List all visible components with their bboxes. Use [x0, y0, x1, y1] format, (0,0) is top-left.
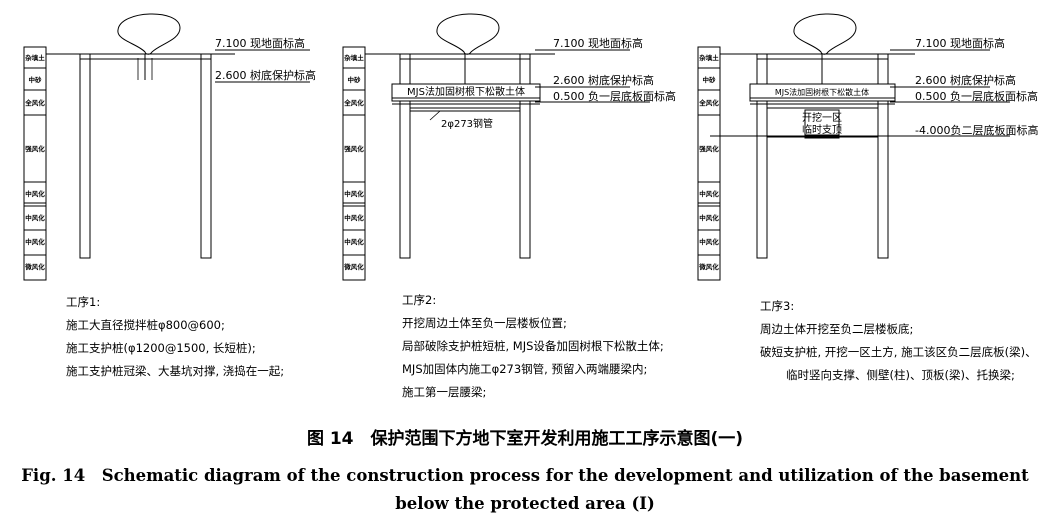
stratum-label: 强风化: [25, 144, 45, 153]
mjs-block: [391, 83, 541, 121]
panel-1: 杂填土 中砂 全风化 强风化 中风化 中风化 中风化 微风化: [23, 13, 316, 281]
elevation-label: 2.600 树底保护标高: [215, 68, 316, 82]
stratum-label: 中风化: [699, 213, 719, 222]
mjs-label: MJS法加固树根下松散土体: [775, 87, 869, 97]
elevation-label: 7.100 现地面标高: [915, 36, 1005, 50]
stratum-label: 微风化: [698, 262, 719, 271]
stratum-label: 中风化: [344, 213, 364, 222]
tree: [117, 13, 181, 80]
caption-english-line-1: Fig. 14 Schematic diagram of the constru…: [21, 466, 1029, 485]
mjs-block: [749, 83, 896, 109]
stratum-column: [697, 46, 721, 281]
elevation-label: -4.000负二层底板面标高: [915, 123, 1038, 137]
panel-2: 杂填土 中砂 全风化 强风化 中风化 中风化 中风化 微风化: [342, 13, 676, 281]
stratum-label: 全风化: [343, 98, 364, 107]
tree: [793, 13, 857, 84]
stratum-label: 杂填土: [699, 53, 719, 62]
stratum-label: 杂填土: [344, 53, 364, 62]
caption-chinese: 图 14 保护范围下方地下室开发利用施工工序示意图(一): [306, 429, 744, 449]
step-line: 施工第一层腰梁;: [402, 385, 487, 399]
stratum-label: 中砂: [703, 75, 717, 84]
elevation-label: 7.100 现地面标高: [553, 36, 643, 50]
tree: [436, 13, 500, 84]
step-1-notes: 工序1: 施工大直径搅拌桩φ800@600; 施工支护桩(φ1200@1500,…: [66, 291, 284, 383]
step-line: 开挖周边土体至负一层楼板位置;: [402, 316, 567, 330]
step-line: 局部破除支护桩短桩, MJS设备加固树根下松散土体;: [402, 339, 664, 353]
step-3-notes: 工序3: 周边土体开挖至负二层楼板底; 破短支护桩, 开挖一区土方, 施工该区负…: [760, 295, 1037, 387]
stratum-label: 强风化: [344, 144, 364, 153]
elevation-label: 2.600 树底保护标高: [915, 73, 1016, 87]
stratum-column: [342, 46, 366, 281]
step-title: 工序2:: [402, 293, 437, 307]
step-line: 施工大直径搅拌桩φ800@600;: [66, 318, 225, 332]
step-line: MJS加固体内施工φ273钢管, 预留入两端腰梁内;: [402, 362, 648, 376]
step-line: 临时竖向支撑、侧壁(柱)、顶板(梁)、托换梁;: [786, 368, 1015, 382]
mjs-label: MJS法加固树根下松散土体: [407, 85, 525, 98]
stratum-column: [23, 46, 47, 281]
support-piles: [399, 53, 531, 259]
excavation-zone: [767, 109, 878, 139]
stratum-label: 杂填土: [25, 53, 45, 62]
stratum-label: 中风化: [25, 213, 45, 222]
stratum-label: 微风化: [24, 262, 45, 271]
elevation-label: 7.100 现地面标高: [215, 36, 305, 50]
support-piles: [756, 53, 889, 259]
elevation-label: 2.600 树底保护标高: [553, 73, 654, 87]
caption-english-line-2: below the protected area (I): [395, 494, 655, 513]
temp-support-label: 临时支顶: [802, 123, 842, 136]
stratum-label: 全风化: [698, 98, 719, 107]
panel-3: 杂填土 中砂 全风化 强风化 中风化 中风化 中风化 微风化 MJS法加: [697, 13, 1038, 281]
stratum-label: 中风化: [344, 189, 364, 198]
zone-label: 开挖一区: [802, 111, 842, 124]
stratum-label: 中风化: [25, 189, 45, 198]
stratum-label: 全风化: [24, 98, 45, 107]
stratum-label: 中风化: [25, 237, 45, 246]
stratum-label: 中风化: [699, 237, 719, 246]
support-piles: [79, 53, 212, 259]
stratum-label: 强风化: [699, 144, 719, 153]
step-title: 工序3:: [760, 299, 795, 313]
stratum-label: 中风化: [344, 237, 364, 246]
elevation-label: 0.500 负一层底板面标高: [915, 89, 1038, 103]
stratum-label: 中砂: [29, 75, 43, 84]
step-line: 施工支护桩(φ1200@1500, 长短桩);: [66, 341, 256, 355]
stratum-label: 中风化: [699, 189, 719, 198]
stratum-label: 中砂: [348, 75, 362, 84]
step-line: 施工支护桩冠梁、大基坑对撑, 浇捣在一起;: [66, 364, 285, 378]
elevation-label: 0.500 负一层底板面标高: [553, 89, 676, 103]
step-line: 破短支护桩, 开挖一区土方, 施工该区负二层底板(梁)、: [760, 345, 1037, 359]
step-2-notes: 工序2: 开挖周边土体至负一层楼板位置; 局部破除支护桩短桩, MJS设备加固树…: [402, 289, 664, 404]
step-title: 工序1:: [66, 295, 101, 309]
stratum-label: 微风化: [343, 262, 364, 271]
step-line: 周边土体开挖至负二层楼板底;: [760, 322, 914, 336]
steel-pipe-label: 2φ273钢管: [441, 117, 493, 130]
